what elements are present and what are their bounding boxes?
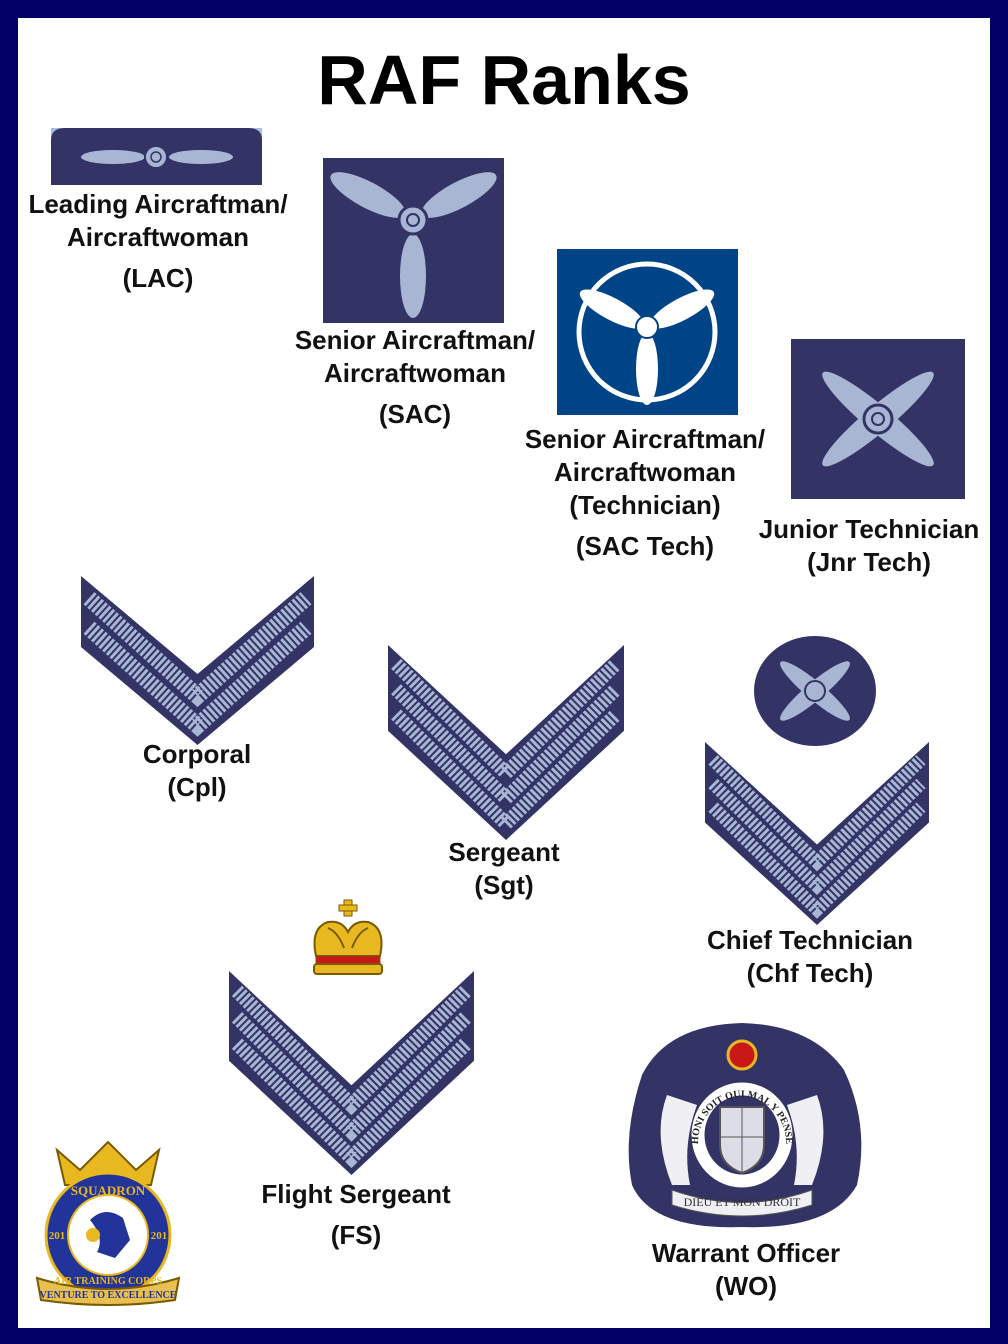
rank-label-sgt: Sergeant (Sgt) (448, 836, 559, 902)
rank-label-sac-tech: Senior Aircraftman/ Aircraftwoman (Techn… (525, 423, 765, 563)
rank-abbr: (LAC) (122, 263, 194, 293)
two-blade-propeller-icon (51, 128, 262, 185)
rank-abbr: (Sgt) (474, 870, 534, 900)
chevron-stripe (231, 985, 472, 1116)
rank-name-line: Corporal (142, 739, 252, 769)
rank-name-line: Leading Aircraftman/ (28, 189, 288, 219)
rank-abbr: (Cpl) (167, 772, 227, 802)
rank-label-wo: Warrant Officer (WO) (652, 1237, 840, 1303)
three-chevron-icon (388, 645, 624, 840)
chevron-stripe (391, 659, 621, 783)
rank-name-line: Junior Technician (758, 514, 980, 544)
rank-label-jnr-tech: Junior Technician (Jnr Tech) (759, 513, 980, 579)
logo-number-left: 201 (49, 1230, 66, 1242)
chevron-band (388, 645, 624, 840)
squadron-logo: SQUADRON 201 201 AIR TRAINING CORPS VENT… (35, 1140, 181, 1306)
rank-abbr: (SAC Tech) (575, 531, 715, 561)
chevron-stripe (83, 621, 312, 737)
chevron-stripe (391, 709, 621, 834)
rank-name-line: Sergeant (448, 837, 560, 867)
rank-abbr: (Jnr Tech) (807, 547, 931, 577)
three-chevron-icon (705, 742, 929, 925)
rank-label-fs: Flight Sergeant (FS) (261, 1178, 450, 1252)
chevron-stripe (708, 802, 926, 919)
four-blade-propeller-roundel-icon (754, 636, 876, 746)
rank-name-line: Chief Technician (706, 925, 914, 955)
rank-name-line: Senior Aircraftman/ (294, 325, 536, 355)
rank-abbr: (WO) (714, 1271, 778, 1301)
two-chevron-icon (81, 576, 314, 745)
rank-label-lac: Leading Aircraftman/ Aircraftwoman (LAC) (28, 188, 287, 295)
logo-motto: VENTURE TO EXCELLENCE (40, 1290, 177, 1301)
rank-name-line: Aircraftwoman (323, 358, 507, 388)
four-blade-propeller-icon (791, 339, 965, 499)
rank-abbr: (SAC) (378, 399, 452, 429)
chevron-stripe (231, 1012, 472, 1142)
chevron-stripe (391, 684, 621, 809)
chevron-stripe (708, 755, 926, 872)
logo-squadron-text: SQUADRON (71, 1183, 146, 1198)
rank-name-line: Flight Sergeant (261, 1179, 451, 1209)
three-chevron-icon (229, 971, 474, 1175)
logo-number-right: 201 (151, 1230, 168, 1242)
crown-icon (313, 899, 383, 975)
rank-abbr: (Chf Tech) (746, 958, 874, 988)
chevron-stripe (83, 592, 312, 708)
rank-label-sac: Senior Aircraftman/ Aircraftwoman (SAC) (295, 324, 535, 431)
royal-coat-of-arms-icon: HONI SOIT QUI MAL Y PENSE DIEU ET MON DR… (628, 1023, 862, 1228)
rank-name-line: Aircraftwoman (66, 222, 250, 252)
logo-ring-text: AIR TRAINING CORPS (54, 1276, 163, 1287)
rank-label-chf-tech: Chief Technician (Chf Tech) (707, 924, 913, 990)
chevron-stripe (231, 1038, 472, 1169)
chevron-stripe (708, 778, 926, 896)
ringed-propeller-icon (557, 249, 738, 415)
rank-name-line: (Technician) (569, 490, 721, 520)
rank-name-line: Warrant Officer (651, 1238, 841, 1268)
rank-name-line: Aircraftwoman (553, 457, 737, 487)
coat-of-arms-motto: DIEU ET MON DROIT (684, 1195, 801, 1209)
rank-label-cpl: Corporal (Cpl) (143, 738, 251, 804)
page-title: RAF Ranks (317, 41, 691, 119)
rank-name-line: Senior Aircraftman/ (524, 424, 766, 454)
rank-abbr: (FS) (330, 1220, 382, 1250)
three-blade-propeller-icon (323, 158, 504, 323)
